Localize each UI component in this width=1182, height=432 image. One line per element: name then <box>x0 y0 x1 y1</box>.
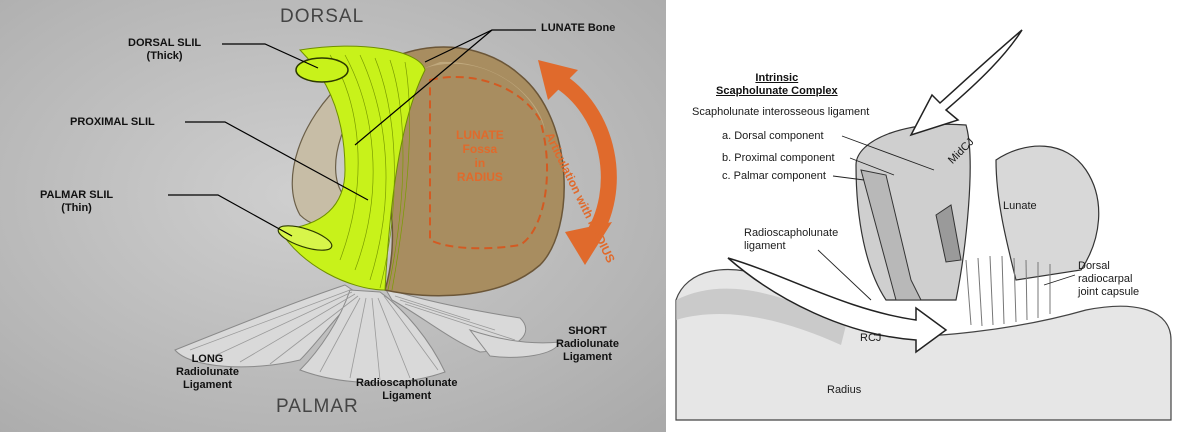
rcj-arrow <box>727 257 948 354</box>
midcj-arrow <box>909 29 1023 137</box>
capsule-fibers <box>965 255 1051 327</box>
lunate-bone-label: LUNATE Bone <box>541 22 616 34</box>
slil-flap <box>860 169 922 301</box>
articulation-arrow <box>550 71 617 245</box>
proximal-component-label: b. Proximal component <box>722 152 835 164</box>
dorsal-component-label: a. Dorsal component <box>722 130 824 142</box>
right-leader-lines <box>817 135 1076 301</box>
palmar-slil-oval <box>277 225 333 251</box>
fan-fibers <box>189 289 516 381</box>
dorsal-heading: DORSAL <box>280 6 365 27</box>
palmar-component-label: c. Palmar component <box>722 170 826 182</box>
leader-lines <box>168 29 536 237</box>
left-illustration <box>168 29 617 384</box>
lunate-shape <box>995 145 1100 281</box>
palmar-slil-label: PALMAR SLIL(Thin) <box>40 189 114 214</box>
right-illustration <box>675 29 1172 421</box>
palmar-heading: PALMAR <box>276 396 359 417</box>
rcj-label: RCJ <box>860 332 882 344</box>
dorsal-slil-label: DORSAL SLIL(Thick) <box>128 37 202 62</box>
radius-label: Radius <box>827 384 862 396</box>
lunate-label: Lunate <box>1003 200 1037 212</box>
left-diagram-panel: DORSAL PALMAR DORSAL SLIL(Thick) PROXIMA… <box>0 0 666 432</box>
slil-subtitle: Scapholunate interosseous ligament <box>692 106 870 118</box>
proximal-slil-label: PROXIMAL SLIL <box>70 116 155 128</box>
